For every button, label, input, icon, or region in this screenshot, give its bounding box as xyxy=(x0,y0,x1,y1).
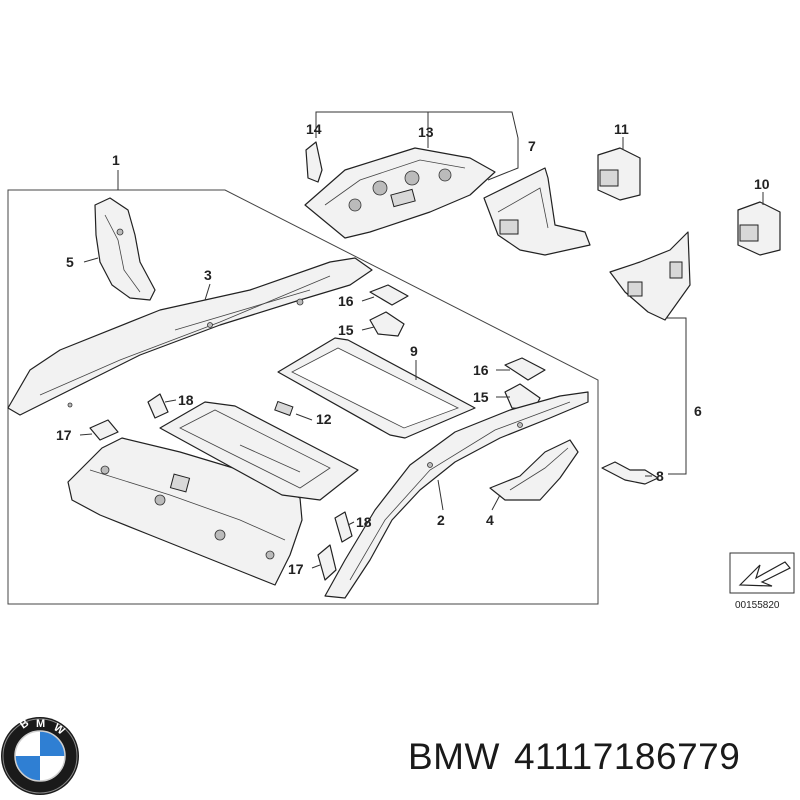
part-1-floor-pan xyxy=(67,437,303,586)
reference-box: 00155820 xyxy=(729,552,795,611)
callout-14: 14 xyxy=(306,121,322,137)
part-8-clip xyxy=(601,461,659,485)
svg-text:M: M xyxy=(36,718,45,730)
callout-6: 6 xyxy=(694,403,702,419)
callout-17-lower: 17 xyxy=(288,561,304,577)
callout-15-lower: 15 xyxy=(473,389,489,405)
brand-part-number: BMW 41117186779 xyxy=(408,736,754,778)
leader-lines xyxy=(79,111,764,569)
callout-12: 12 xyxy=(316,411,332,427)
arrow-icon xyxy=(738,561,791,587)
callout-7: 7 xyxy=(528,138,536,154)
part-7-box xyxy=(483,167,591,256)
part-4-bracket xyxy=(489,439,579,501)
part-15-upper-bracket xyxy=(369,311,405,337)
part-17-clip-lower xyxy=(317,544,337,581)
callout-18-left: 18 xyxy=(178,392,194,408)
callout-2: 2 xyxy=(437,512,445,528)
callout-15-top: 15 xyxy=(338,322,354,338)
brand-name: BMW xyxy=(408,736,500,777)
callout-8: 8 xyxy=(656,468,664,484)
callout-17-left: 17 xyxy=(56,427,72,443)
callout-18-lower: 18 xyxy=(356,514,372,530)
part-6-bracket xyxy=(609,231,691,321)
part-16-upper-bracket xyxy=(369,284,409,306)
part-18-clip-left xyxy=(147,393,169,419)
assembly-frame xyxy=(7,189,599,605)
part-17-clip-left xyxy=(89,419,119,441)
callout-1: 1 xyxy=(112,152,120,168)
part-3-panel xyxy=(7,257,373,416)
part-2-rail xyxy=(324,391,589,599)
part-14-clip xyxy=(305,141,323,183)
part-10-block xyxy=(737,201,781,256)
part-12-well xyxy=(159,401,359,501)
callout-16-top: 16 xyxy=(338,293,354,309)
part-18-clip-lower xyxy=(334,511,353,543)
reference-code: 00155820 xyxy=(735,600,780,611)
callout-9: 9 xyxy=(410,343,418,359)
callout-11: 11 xyxy=(614,121,629,137)
callout-4: 4 xyxy=(486,512,494,528)
callout-3: 3 xyxy=(204,267,212,283)
callout-5: 5 xyxy=(66,254,74,270)
callout-13: 13 xyxy=(418,124,434,140)
bmw-roundel-logo: B M W xyxy=(1,717,79,795)
part-number: 41117186779 xyxy=(513,736,741,777)
part-11-block xyxy=(597,147,641,201)
callout-10: 10 xyxy=(754,176,770,192)
part-16-lower-bracket xyxy=(504,357,546,381)
callout-16-lower: 16 xyxy=(473,362,489,378)
part-5-bracket xyxy=(94,197,156,301)
